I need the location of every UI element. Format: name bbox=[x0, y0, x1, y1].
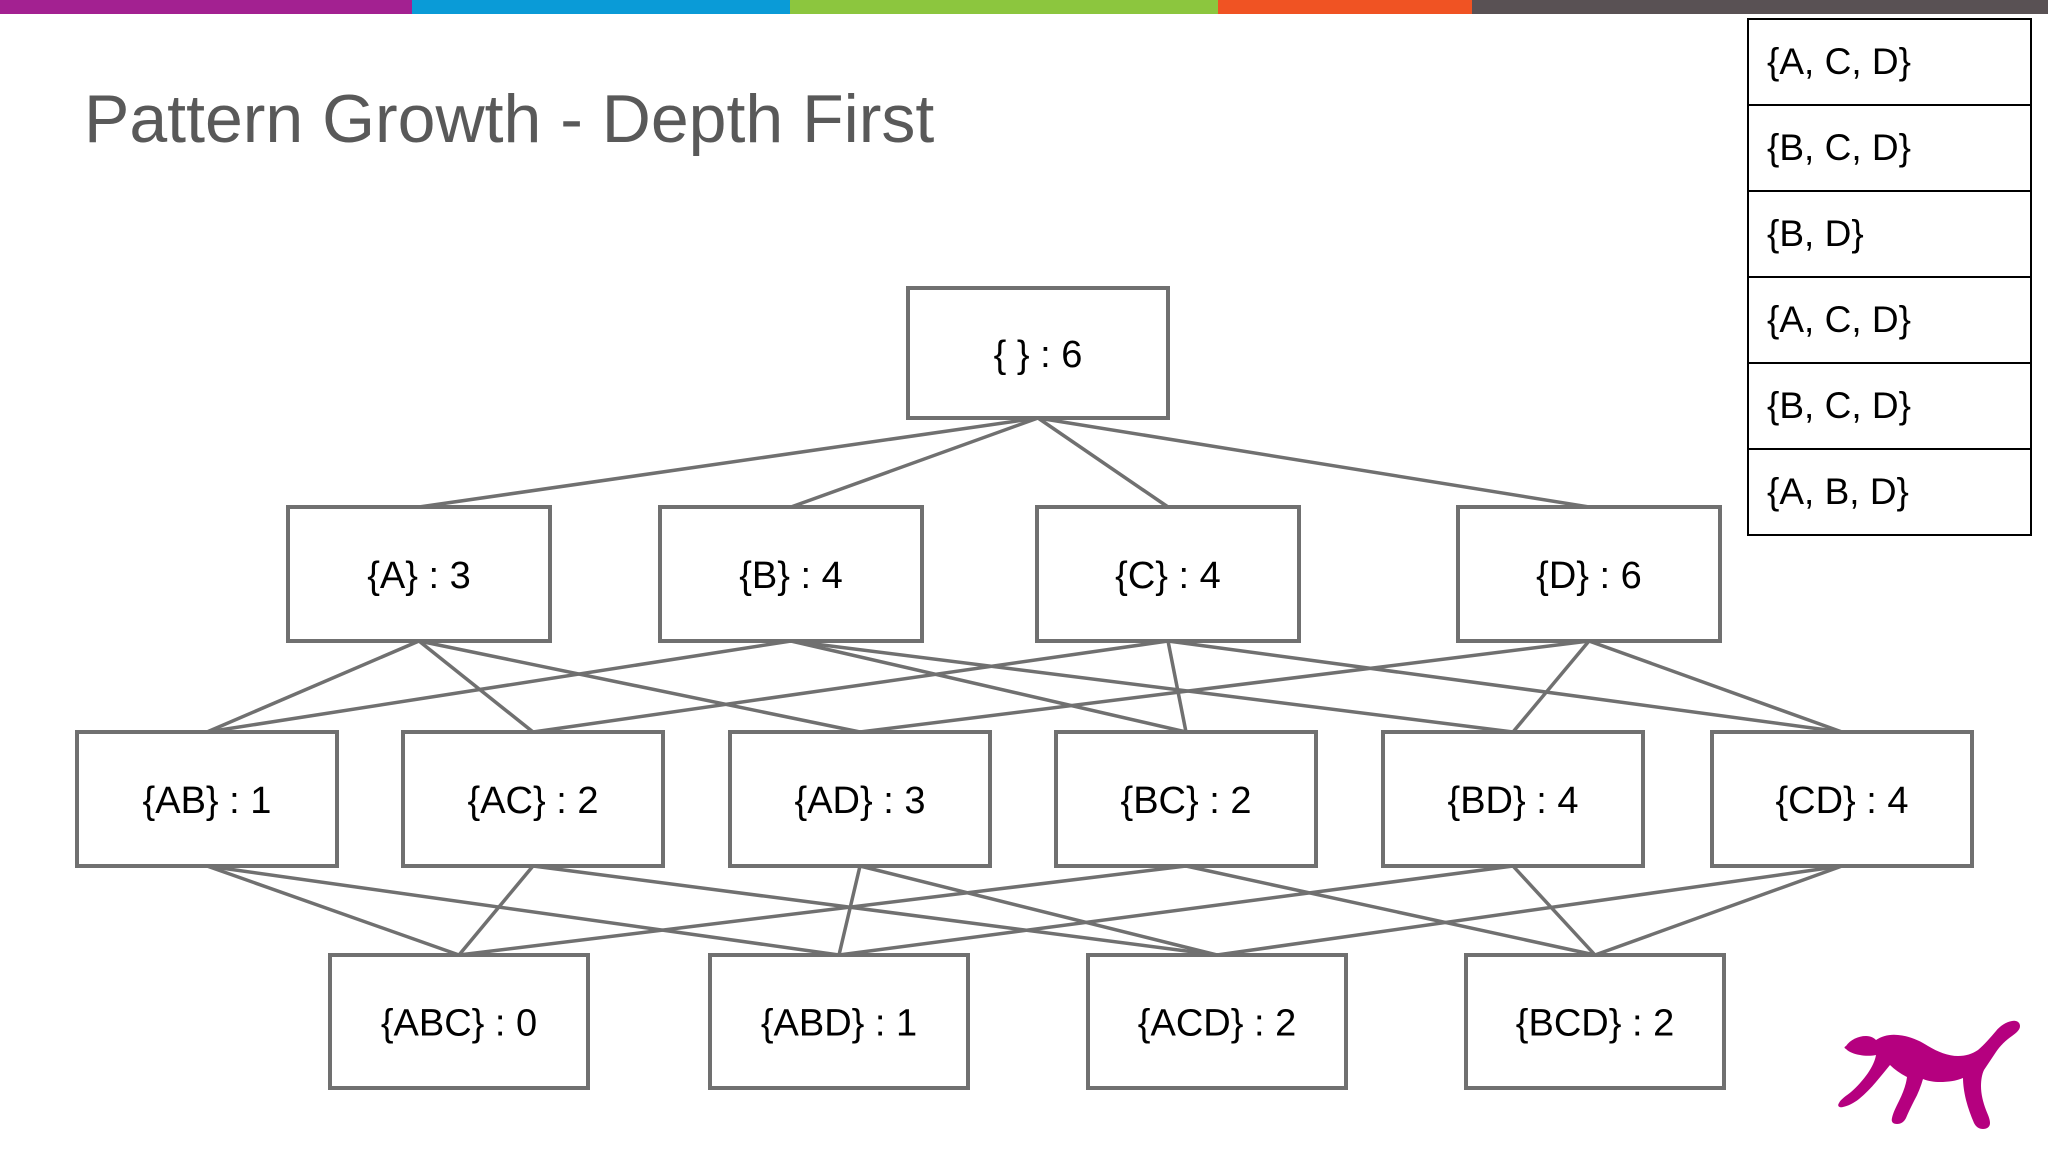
top-color-bar bbox=[0, 0, 2048, 14]
lattice-node-box bbox=[1710, 730, 1974, 868]
lattice-edge-CD-ACD bbox=[1216, 864, 1843, 957]
lattice-node-box bbox=[1035, 505, 1301, 643]
lattice-edge-A-AC bbox=[417, 639, 535, 734]
lattice-node-CD[interactable]: {CD} : 4 bbox=[1710, 730, 1974, 868]
lattice-node-label: {ABC} : 0 bbox=[381, 1003, 537, 1045]
lattice-node-ACD[interactable]: {ACD} : 2 bbox=[1086, 953, 1348, 1090]
lattice-edge-D-BD bbox=[1511, 639, 1591, 734]
transaction-itemset-label: {A, C, D} bbox=[1767, 299, 1911, 340]
lattice-edge-C-BC bbox=[1166, 640, 1188, 733]
lattice-edge-B-BC bbox=[790, 639, 1187, 734]
lattice-node-label: {A} : 3 bbox=[367, 555, 471, 597]
transaction-row: {A, C, D} bbox=[1749, 20, 2030, 106]
lattice-node-AC[interactable]: {AC} : 2 bbox=[401, 730, 665, 868]
lattice-node-box bbox=[1086, 953, 1348, 1090]
lattice-node-label: {BD} : 4 bbox=[1448, 780, 1579, 822]
lattice-node-label: {AC} : 2 bbox=[468, 780, 599, 822]
lattice-edge-AD-ACD bbox=[859, 864, 1218, 957]
page-title: Pattern Growth - Depth First bbox=[84, 81, 935, 157]
lattice-edge-root-A bbox=[418, 416, 1039, 509]
lattice-edge-AB-ABD bbox=[206, 864, 840, 957]
transaction-itemset-label: {A, B, D} bbox=[1767, 471, 1909, 512]
transaction-row: {A, C, D} bbox=[1749, 278, 2030, 364]
lattice-node-box bbox=[1464, 953, 1726, 1090]
lattice-edge-BD-ABD bbox=[838, 864, 1514, 957]
lattice-edge-AB-ABC bbox=[206, 864, 460, 957]
lattice-edge-B-BD bbox=[790, 639, 1514, 734]
transaction-row: {B, D} bbox=[1749, 192, 2030, 278]
node-layer: { } : 6 {A} : 3 {B} : 4 {C} : 4 {D} : 6 {AB} … bbox=[75, 286, 1974, 1090]
lattice-edge-AC-ABC bbox=[457, 864, 535, 957]
lattice-edge-A-AB bbox=[206, 639, 420, 734]
transaction-table: {A, C, D} {B, C, D} {B, D} {A, C, D} {B, C, … bbox=[1747, 18, 2032, 536]
lattice-node-box bbox=[401, 730, 665, 868]
lattice-edge-root-B bbox=[790, 416, 1039, 509]
lattice-node-box bbox=[708, 953, 970, 1090]
lattice-node-BC[interactable]: {BC} : 2 bbox=[1054, 730, 1318, 868]
lattice-node-label: {ABD} : 1 bbox=[761, 1003, 917, 1045]
lattice-node-label: {CD} : 4 bbox=[1775, 780, 1908, 822]
top-bar-segment-orange bbox=[1218, 0, 1472, 14]
lattice-edge-B-AB bbox=[206, 639, 792, 734]
lattice-node-label: {C} : 4 bbox=[1115, 555, 1221, 597]
top-bar-segment-green bbox=[790, 0, 1218, 14]
lattice-edge-AD-ABD bbox=[837, 865, 862, 956]
top-bar-segment-magenta bbox=[0, 0, 412, 14]
lattice-edge-BD-BCD bbox=[1511, 864, 1597, 957]
transaction-itemset-label: {A, C, D} bbox=[1767, 41, 1911, 82]
lattice-node-label: { } : 6 bbox=[994, 334, 1083, 376]
top-bar-segment-gray bbox=[1472, 0, 2048, 14]
transaction-row: {B, C, D} bbox=[1749, 106, 2030, 192]
lattice-node-AB[interactable]: {AB} : 1 bbox=[75, 730, 339, 868]
top-bar-segment-blue bbox=[412, 0, 790, 14]
lattice-edge-C-AC bbox=[532, 639, 1169, 734]
lattice-node-ABC[interactable]: {ABC} : 0 bbox=[328, 953, 590, 1090]
transaction-itemset-label: {B, D} bbox=[1767, 213, 1864, 254]
lattice-node-B[interactable]: {B} : 4 bbox=[658, 505, 924, 643]
lattice-edge-BC-ABC bbox=[458, 864, 1187, 957]
lattice-node-C[interactable]: {C} : 4 bbox=[1035, 505, 1301, 643]
lattice-edge-AC-ACD bbox=[532, 864, 1218, 957]
dog-silhouette-path bbox=[1838, 1020, 2020, 1129]
lattice-node-D[interactable]: {D} : 6 bbox=[1456, 505, 1722, 643]
lattice-node-box bbox=[75, 730, 339, 868]
lattice-node-box bbox=[728, 730, 992, 868]
lattice-edge-D-CD bbox=[1588, 639, 1843, 734]
lattice-edge-CD-BCD bbox=[1594, 864, 1843, 957]
lattice-node-box bbox=[286, 505, 552, 643]
lattice-node-box bbox=[1054, 730, 1318, 868]
lattice-node-box bbox=[1381, 730, 1645, 868]
lattice-node-ABD[interactable]: {ABD} : 1 bbox=[708, 953, 970, 1090]
lattice-node-AD[interactable]: {AD} : 3 bbox=[728, 730, 992, 868]
lattice-node-label: {D} : 6 bbox=[1536, 555, 1642, 597]
lattice-node-BCD[interactable]: {BCD} : 2 bbox=[1464, 953, 1726, 1090]
lattice-node-BD[interactable]: {BD} : 4 bbox=[1381, 730, 1645, 868]
lattice-node-box bbox=[1456, 505, 1722, 643]
lattice-node-box bbox=[328, 953, 590, 1090]
lattice-node-label: {AD} : 3 bbox=[795, 780, 926, 822]
transaction-row: {A, B, D} bbox=[1749, 450, 2030, 536]
lattice-node-box bbox=[658, 505, 924, 643]
lattice-node-box bbox=[906, 286, 1170, 420]
lattice-node-label: {BCD} : 2 bbox=[1516, 1003, 1674, 1045]
transaction-itemset-label: {B, C, D} bbox=[1767, 385, 1911, 426]
lattice-node-A[interactable]: {A} : 3 bbox=[286, 505, 552, 643]
lattice-node-label: {AB} : 1 bbox=[143, 780, 272, 822]
dog-logo-icon bbox=[1838, 1020, 2020, 1129]
lattice-node-root[interactable]: { } : 6 bbox=[906, 286, 1170, 420]
lattice-edge-C-CD bbox=[1167, 639, 1843, 734]
lattice-edge-root-D bbox=[1037, 416, 1590, 509]
lattice-edge-BC-BCD bbox=[1185, 864, 1596, 957]
edge-layer bbox=[206, 416, 1843, 957]
transaction-itemset-label: {B, C, D} bbox=[1767, 127, 1911, 168]
lattice-node-label: {ACD} : 2 bbox=[1138, 1003, 1296, 1045]
lattice-edge-D-AD bbox=[859, 639, 1590, 734]
transaction-row: {B, C, D} bbox=[1749, 364, 2030, 450]
lattice-edge-root-C bbox=[1037, 416, 1169, 509]
lattice-node-label: {BC} : 2 bbox=[1121, 780, 1252, 822]
lattice-edge-A-AD bbox=[418, 639, 861, 734]
lattice-node-label: {B} : 4 bbox=[739, 555, 843, 597]
